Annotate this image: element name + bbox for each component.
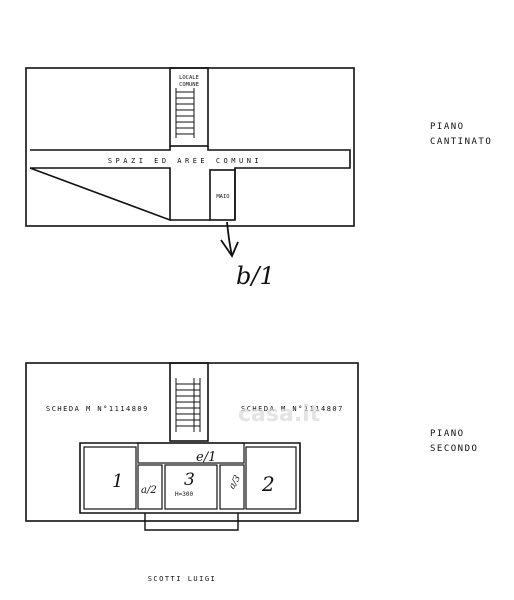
sub-left-label: a/2 [141,485,157,496]
basement-stairwell [169,67,209,147]
stair-label-1: LOCALE [179,75,199,81]
second-floor-plan: SCHEDA M N°1114809 SCHEDA M N°1114807 e/… [25,362,478,531]
basement-floor-label-1: PIANO [430,122,465,132]
left-card-label: SCHEDA M N°1114809 [46,405,149,413]
basement-plan: LOCALE COMUNE SPAZI ED AREE COMUNI MAIO … [25,67,492,290]
watermark-logo: casa.it [238,402,321,427]
arrow-head [220,239,239,258]
room-3-label: 3 [184,470,195,490]
stair-label-2: COMUNE [179,82,199,88]
corridor-label: SPAZI ED AREE COMUNI [108,157,262,165]
second-floor-label-1: PIANO [430,429,465,439]
basement-stair-steps [175,88,195,138]
room-2-outline [245,446,297,510]
right-card-label: SCHEDA M N°1114807 [241,405,344,413]
balcony [144,513,239,531]
room-3-height: H=300 [175,491,193,498]
sub-right-label: a/3 [227,473,243,490]
hall-outline [137,442,245,464]
annotation-b1: b/1 [236,262,275,290]
annotation-arrow [226,221,233,257]
room-1-label: 1 [112,471,123,492]
second-floor-stairwell [169,362,209,442]
bath-right-outline [219,464,245,510]
second-floor-label-2: SECONDO [430,444,478,454]
room-2-label: 2 [261,472,275,496]
room-3-outline [164,464,218,510]
bath-left-outline [137,464,163,510]
second-floor-stair-steps [175,378,201,432]
owner-name: SCOTTI LUIGI [148,575,217,583]
subalterno-top: e/1 [196,450,216,465]
room-1-outline [83,446,137,510]
basement-floor-label-2: CANTINATO [430,137,492,147]
basement-cellar [209,169,236,221]
cellar-label: MAIO [216,194,229,200]
